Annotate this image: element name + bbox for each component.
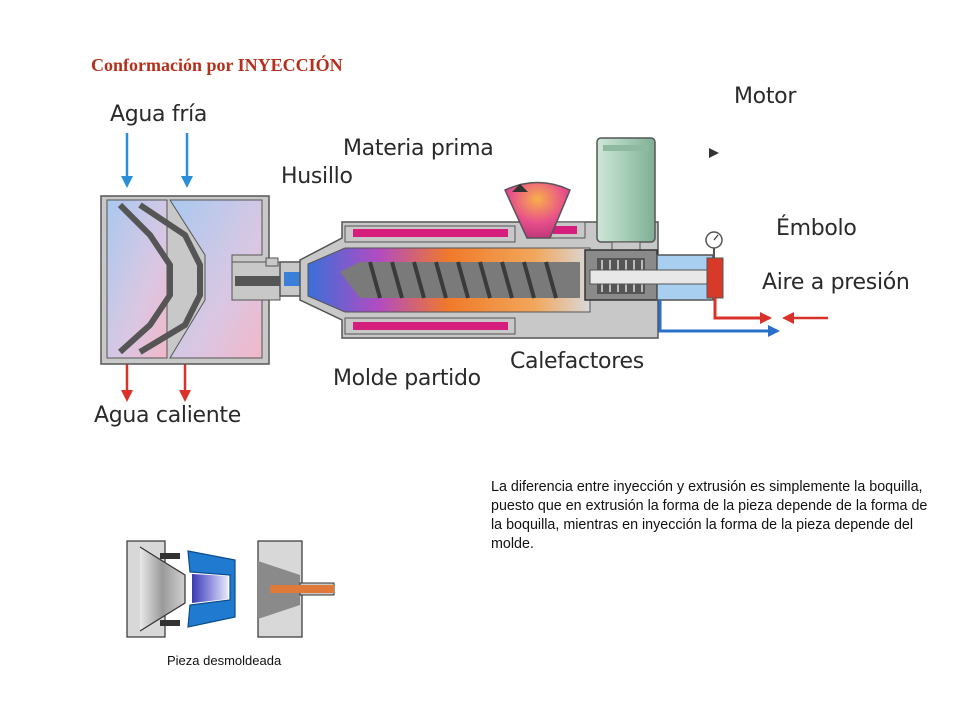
label-calefactores: Calefactores — [510, 349, 644, 374]
page-title: Conformación por INYECCIÓN — [91, 55, 343, 75]
hot-water-arrows — [121, 362, 191, 402]
nozzle — [279, 261, 303, 297]
piston-cylinder — [589, 231, 724, 301]
label-aire-presion: Aire a presión — [762, 270, 910, 295]
hopper — [504, 181, 571, 239]
label-motor: Motor — [734, 84, 797, 109]
description-text: La diferencia entre inyección y extrusió… — [491, 479, 928, 552]
caption-pieza-desmoldeada: Pieza desmoldeada — [167, 653, 282, 668]
air-pipes — [658, 298, 828, 337]
motor — [596, 137, 656, 257]
label-molde-partido: Molde partido — [333, 366, 481, 391]
motor-pointer-arrow — [709, 148, 719, 158]
label-materia-prima: Materia prima — [343, 136, 494, 161]
barrel — [299, 199, 659, 339]
cold-water-arrows — [121, 133, 193, 188]
label-husillo: Husillo — [281, 164, 353, 189]
label-agua-caliente: Agua caliente — [94, 403, 241, 428]
label-embolo: Émbolo — [776, 216, 857, 241]
mold — [100, 195, 283, 365]
label-agua-fria: Agua fría — [110, 102, 208, 127]
